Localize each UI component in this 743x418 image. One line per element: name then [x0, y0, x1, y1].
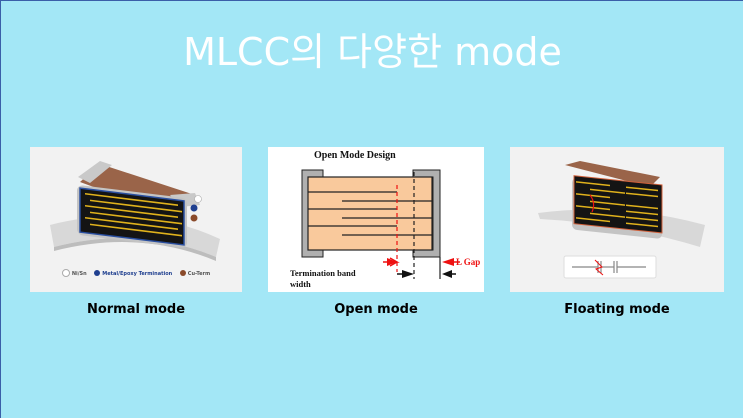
- caption-floating-mode: Floating mode: [564, 302, 670, 317]
- diagram-heading: Open Mode Design: [314, 150, 396, 161]
- caption-open-mode: Open mode: [334, 302, 418, 317]
- l-gap-label: L Gap: [456, 257, 480, 267]
- legend-item-2: Metal/Epoxy Termination: [94, 270, 172, 277]
- normal-mode-image: Ni/Sn Metal/Epoxy Termination Cu-Term: [30, 147, 242, 292]
- open-mode-design-diagram: Open Mode Design L Gap: [290, 150, 480, 289]
- legend-item-1: Ni/Sn: [61, 269, 87, 277]
- legend: Ni/Sn Metal/Epoxy Termination Cu-Term: [30, 269, 242, 277]
- marker-2-icon: [190, 204, 198, 212]
- width-label: width: [290, 279, 311, 289]
- caption-normal-mode: Normal mode: [86, 302, 186, 317]
- floating-mode-image: [510, 147, 724, 292]
- mlcc-floating-illustration: [538, 161, 705, 279]
- legend-item-3: Cu-Term: [179, 270, 210, 277]
- termination-band-label: Termination band: [290, 268, 356, 278]
- capacitor-series-icon: [572, 261, 646, 273]
- open-mode-diagram: Open Mode Design L Gap: [268, 147, 484, 292]
- marker-1-icon: [194, 195, 202, 203]
- legend-dot-icon: [94, 270, 101, 276]
- mlcc-normal-illustration: [50, 161, 220, 261]
- legend-dot-icon: [61, 269, 70, 277]
- crack-icon: [589, 194, 595, 213]
- legend-dot-icon: [179, 270, 186, 276]
- slide-title: MLCC의 다양한 mode: [183, 30, 562, 74]
- marker-3-icon: [190, 214, 198, 222]
